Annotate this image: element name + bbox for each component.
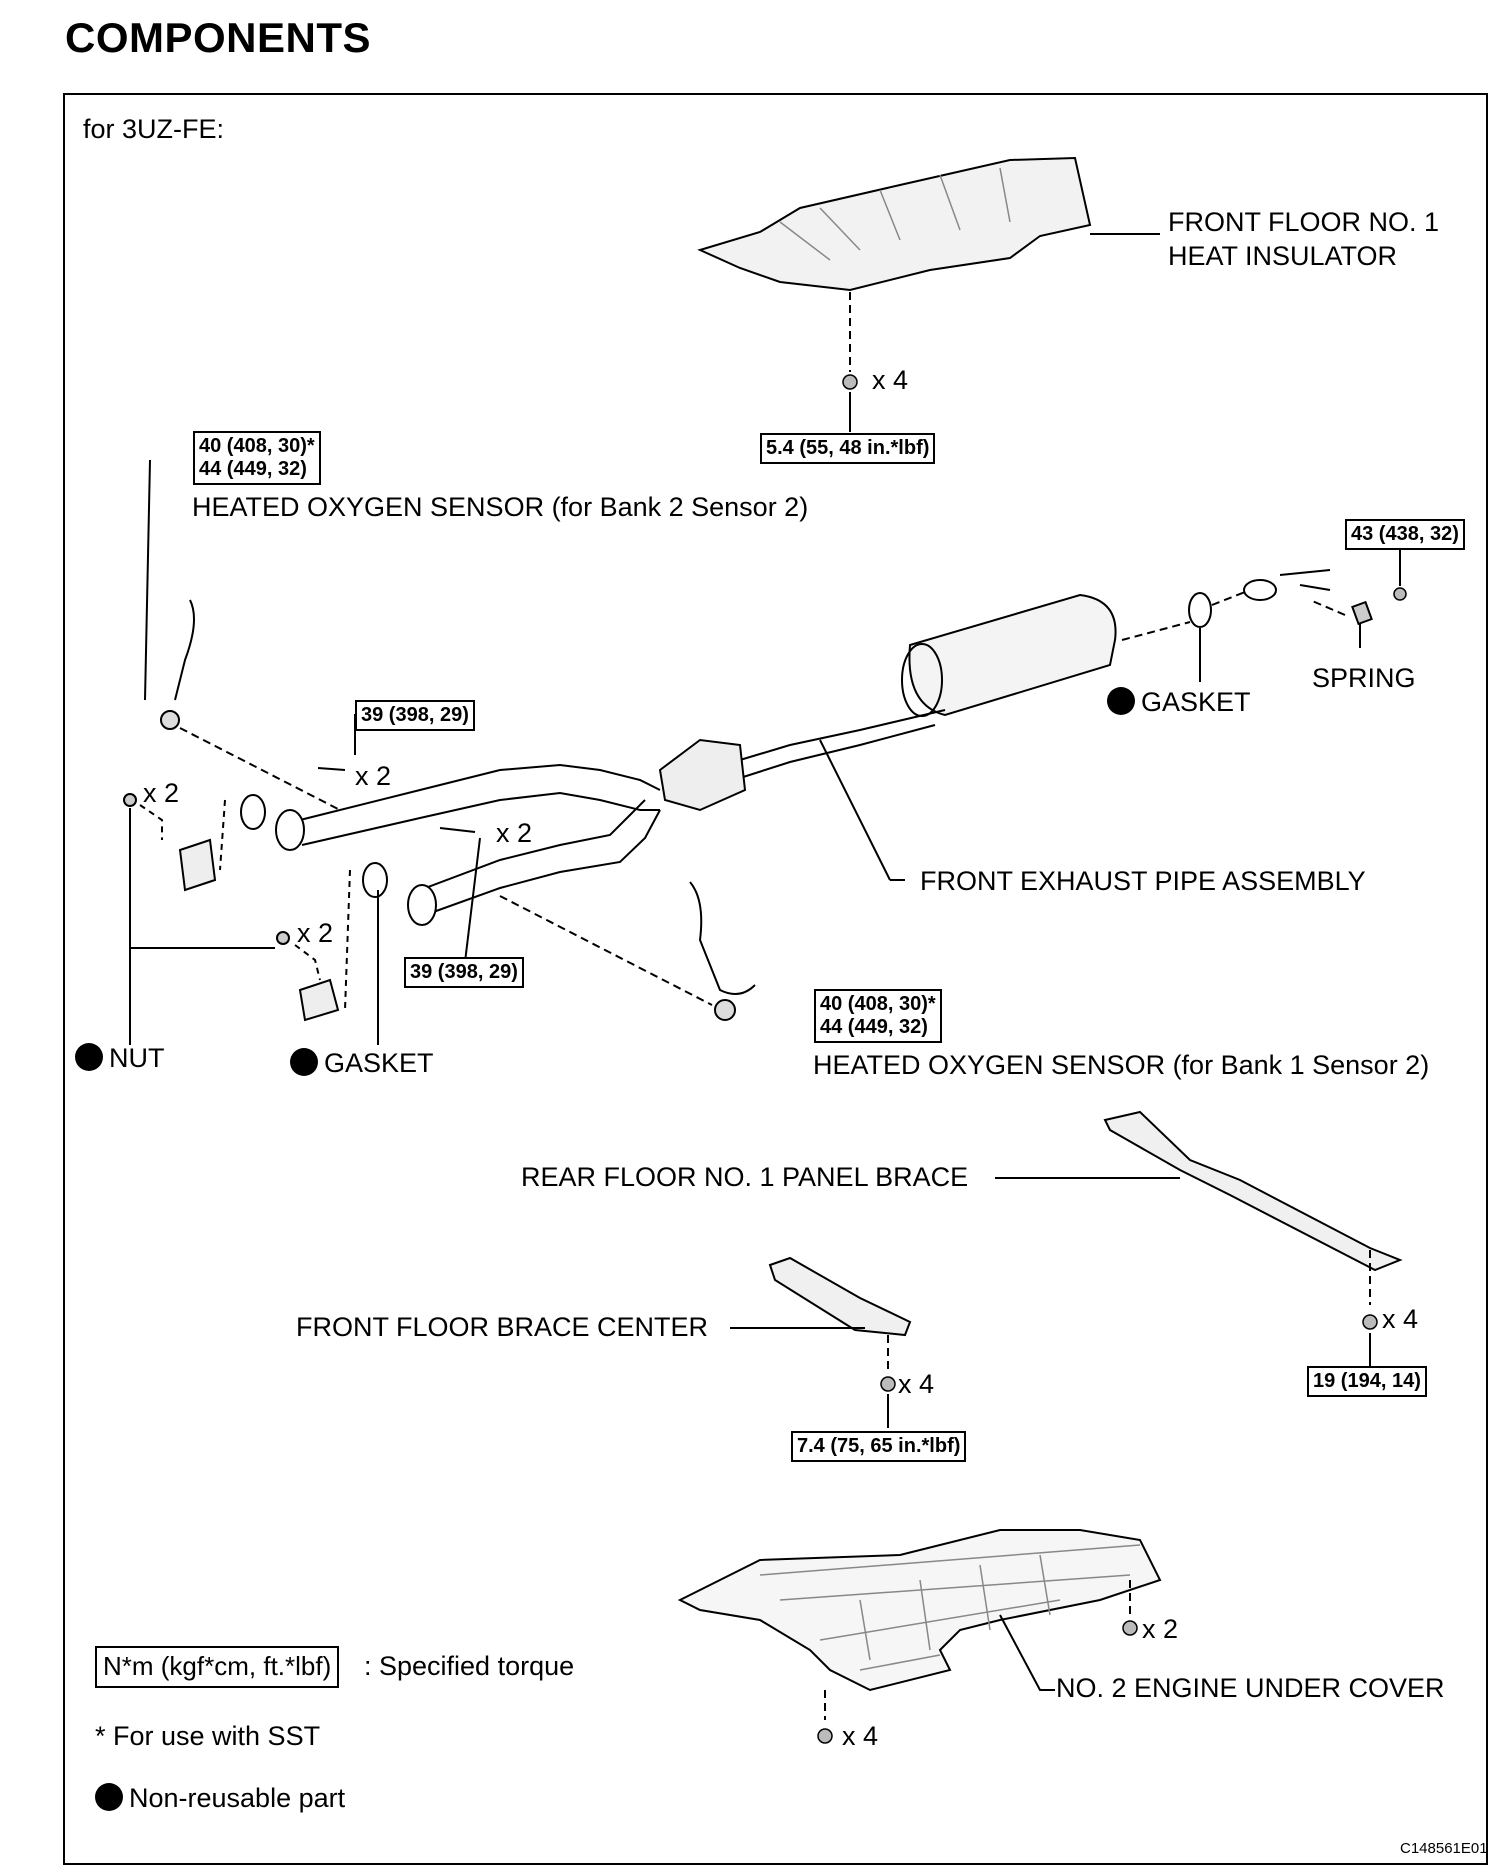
torque-box: 39 (398, 29) [404, 957, 524, 988]
non-reusable-icon [290, 1048, 318, 1076]
figure-code: C148561E01 [1400, 1840, 1488, 1857]
torque-box: 7.4 (75, 65 in.*lbf) [791, 1431, 967, 1462]
quantity-label: x 4 [898, 1369, 935, 1399]
non-reusable-icon [1107, 687, 1135, 715]
rear-floor-brace-shape [1103, 1110, 1403, 1272]
quantity-label: x 2 [355, 761, 392, 791]
engine-under-cover-shape [677, 1529, 1162, 1692]
lower-pipe-shape [419, 799, 646, 891]
heat-insulator-label: FRONT FLOOR NO. 1 HEAT INSULATOR [1168, 207, 1440, 271]
upper-pipe-shape [299, 763, 661, 821]
diagram-frame [63, 93, 1488, 1865]
gasket-label: GASKET [290, 1048, 434, 1077]
bolt-icon [817, 1728, 833, 1744]
gasket-label: GASKET [1107, 687, 1251, 716]
torque-box: 43 (438, 32) [1345, 519, 1465, 550]
quantity-label: x 2 [297, 918, 334, 948]
nut-label: NUT [75, 1043, 165, 1072]
torque-box: 19 (194, 14) [1307, 1366, 1427, 1397]
quantity-label: x 2 [1142, 1614, 1179, 1644]
quantity-label: x 4 [1382, 1304, 1419, 1334]
heat-insulator-shape [697, 156, 1092, 292]
front-floor-brace-shape [768, 1256, 912, 1337]
torque-box: 40 (408, 30)* 44 (449, 32) [193, 431, 321, 485]
non-reusable-icon [75, 1043, 103, 1071]
legend-sst-note: * For use with SST [95, 1721, 321, 1751]
torque-box: 5.4 (55, 48 in.*lbf) [760, 433, 936, 464]
torque-box: 40 (408, 30)* 44 (449, 32) [814, 989, 942, 1043]
quantity-label: x 4 [842, 1721, 879, 1751]
engine-label: for 3UZ-FE: [83, 114, 225, 144]
legend-non-reusable: Non-reusable part [95, 1783, 345, 1812]
torque-box: 39 (398, 29) [355, 700, 475, 731]
catalytic-converter-shape [658, 738, 747, 812]
non-reusable-icon [95, 1783, 123, 1811]
bolt-icon [1122, 1620, 1138, 1636]
page-title: COMPONENTS [65, 14, 372, 61]
engine-under-cover-label: NO. 2 ENGINE UNDER COVER [1056, 1673, 1445, 1703]
front-exhaust-pipe-label: FRONT EXHAUST PIPE ASSEMBLY [920, 866, 1366, 896]
quantity-label: x 4 [872, 365, 909, 395]
legend-torque-text: : Specified torque [364, 1651, 575, 1681]
bolt-icon [1393, 587, 1407, 601]
bolt-icon [842, 374, 858, 390]
quantity-label: x 2 [143, 778, 180, 808]
bolt-icon [1362, 1314, 1378, 1330]
legend-torque-box: N*m (kgf*cm, ft.*lbf) [95, 1646, 340, 1688]
rear-floor-brace-label: REAR FLOOR NO. 1 PANEL BRACE [521, 1162, 969, 1192]
ho2s-bank2-label: HEATED OXYGEN SENSOR (for Bank 2 Sensor … [192, 492, 809, 522]
ho2s-bank1-label: HEATED OXYGEN SENSOR (for Bank 1 Sensor … [813, 1050, 1430, 1080]
spring-label: SPRING [1312, 663, 1416, 693]
front-floor-brace-label: FRONT FLOOR BRACE CENTER [296, 1312, 709, 1342]
muffler-shape [908, 593, 1117, 717]
quantity-label: x 2 [496, 818, 533, 848]
bolt-icon [880, 1376, 896, 1392]
